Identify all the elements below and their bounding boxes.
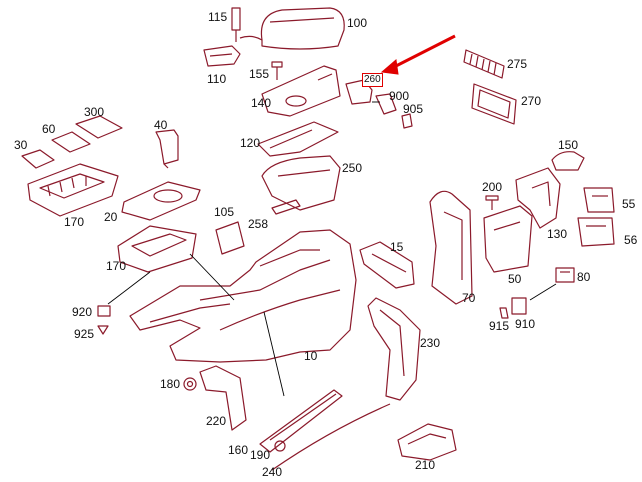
part-300-mat[interactable] <box>75 115 123 139</box>
part-50-module[interactable] <box>483 205 533 273</box>
part-label-130: 130 <box>547 227 568 241</box>
part-label-220: 220 <box>206 414 227 428</box>
part-label-905: 905 <box>403 102 424 116</box>
part-label-270: 270 <box>521 94 542 108</box>
part-20-trim[interactable] <box>121 181 201 221</box>
leader-trim-to-console <box>263 311 285 397</box>
part-190-clip[interactable] <box>274 440 286 452</box>
part-150-cap[interactable] <box>551 151 585 171</box>
part-120-tray[interactable] <box>257 121 339 157</box>
part-920-cap[interactable] <box>97 305 111 317</box>
part-label-170-lower: 170 <box>106 259 127 273</box>
part-label-900: 900 <box>389 89 410 103</box>
part-label-155: 155 <box>249 67 270 81</box>
part-label-160: 160 <box>228 443 249 457</box>
part-label-110: 110 <box>207 72 227 86</box>
part-label-70: 70 <box>462 291 476 305</box>
part-label-300: 300 <box>84 105 105 119</box>
part-258-clip[interactable] <box>271 199 301 215</box>
part-925-pin[interactable] <box>97 325 109 335</box>
part-275-vent-grille[interactable] <box>463 49 505 79</box>
part-115-bolt[interactable] <box>231 7 241 42</box>
part-label-200: 200 <box>482 180 503 194</box>
part-label-910: 910 <box>515 317 536 331</box>
part-15-rail[interactable] <box>359 241 415 289</box>
part-label-915: 915 <box>489 319 510 333</box>
part-160-trim-strip[interactable] <box>259 389 343 453</box>
part-label-56: 56 <box>624 233 638 247</box>
part-110-latch[interactable] <box>203 45 241 67</box>
part-label-150: 150 <box>558 138 579 152</box>
leader-170-920 <box>107 271 151 305</box>
part-label-120: 120 <box>240 136 261 150</box>
part-label-50: 50 <box>508 272 522 286</box>
part-56-holder[interactable] <box>577 217 615 247</box>
part-220-bracket[interactable] <box>199 365 247 431</box>
part-label-210: 210 <box>415 458 436 472</box>
part-140-cover[interactable] <box>261 65 341 117</box>
part-270-frame[interactable] <box>471 83 517 125</box>
part-100-armrest-lid[interactable] <box>239 7 345 50</box>
part-label-40: 40 <box>154 118 168 132</box>
part-155-screw[interactable] <box>271 61 283 80</box>
leader-105-to-console <box>189 253 235 301</box>
part-30-mat[interactable] <box>21 149 55 169</box>
part-label-100: 100 <box>347 16 368 30</box>
part-label-260-highlighted: 260 <box>362 73 383 87</box>
part-label-20: 20 <box>104 210 118 224</box>
part-label-275: 275 <box>507 57 528 71</box>
part-105-panel[interactable] <box>215 221 245 255</box>
part-label-170-upper: 170 <box>64 215 85 229</box>
part-label-925: 925 <box>74 327 95 341</box>
part-label-258: 258 <box>248 217 269 231</box>
part-label-115: 115 <box>208 10 228 24</box>
part-260-switch[interactable] <box>345 79 413 129</box>
part-170-cupholder[interactable] <box>27 163 119 217</box>
part-200-screw[interactable] <box>485 195 499 210</box>
part-label-140: 140 <box>251 96 272 110</box>
part-label-55: 55 <box>622 197 636 211</box>
part-55-holder[interactable] <box>583 187 615 213</box>
part-240-rod[interactable] <box>271 403 391 471</box>
part-label-60: 60 <box>42 122 56 136</box>
part-label-105: 105 <box>214 205 235 219</box>
part-label-180: 180 <box>160 377 181 391</box>
part-910-socket[interactable] <box>511 297 527 315</box>
part-label-190: 190 <box>250 448 271 462</box>
part-210-base-bracket[interactable] <box>397 423 457 461</box>
part-915-bulb[interactable] <box>499 307 509 319</box>
part-60-mat[interactable] <box>51 131 91 153</box>
part-label-10: 10 <box>304 349 318 363</box>
part-label-230: 230 <box>420 336 441 350</box>
part-70-side-panel[interactable] <box>429 190 473 305</box>
part-label-920: 920 <box>72 305 93 319</box>
part-230-bracket[interactable] <box>367 297 421 401</box>
part-label-30: 30 <box>14 138 28 152</box>
leader-80-910 <box>529 283 557 301</box>
part-250-storage-box[interactable] <box>261 155 341 211</box>
part-label-240: 240 <box>262 465 283 479</box>
part-170-lower-cupholder[interactable] <box>117 225 197 273</box>
highlight-arrow <box>380 34 456 75</box>
part-80-switch[interactable] <box>555 267 575 283</box>
part-label-80: 80 <box>577 270 591 284</box>
part-130-bracket[interactable] <box>515 167 561 229</box>
part-label-15: 15 <box>390 240 404 254</box>
part-label-250: 250 <box>342 161 363 175</box>
part-40-bracket[interactable] <box>155 129 179 169</box>
part-180-grommet[interactable] <box>183 377 197 391</box>
